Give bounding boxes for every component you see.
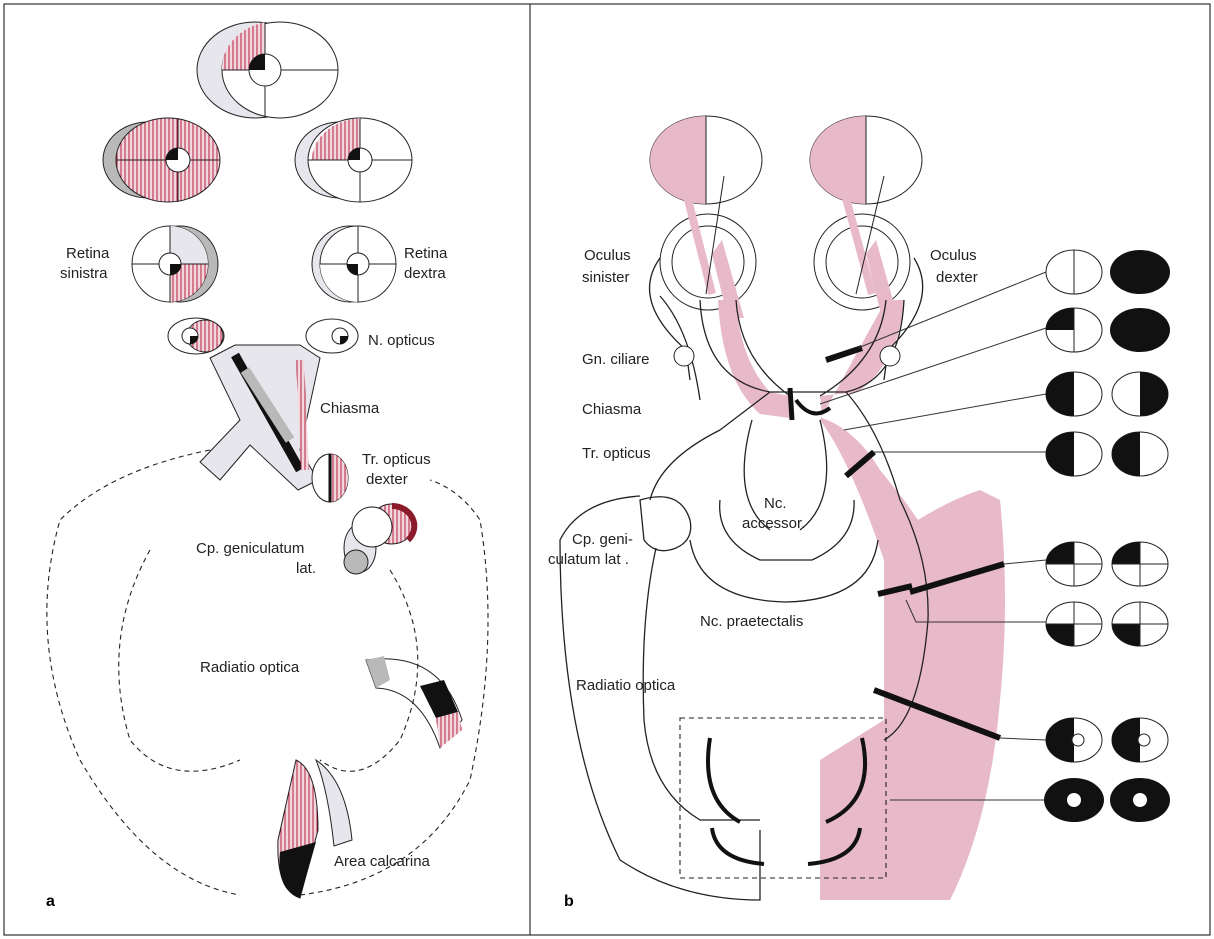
label-retina-sinistra-2: sinistra bbox=[60, 265, 108, 282]
panel-letter-b: b bbox=[564, 893, 574, 910]
label-chiasma-a: Chiasma bbox=[320, 400, 380, 417]
field-oval-right bbox=[295, 118, 412, 202]
label-area-calcarina-a: Area calcarina bbox=[334, 853, 431, 870]
chiasma-a bbox=[200, 345, 320, 490]
retina-dextra bbox=[312, 226, 396, 302]
area-calcarina-a bbox=[278, 760, 352, 898]
label-retina-dextra-1: Retina bbox=[404, 245, 448, 262]
label-cp-geni-1: Cp. geni- bbox=[572, 531, 633, 548]
defect-row-4 bbox=[1046, 432, 1168, 476]
label-cp-geniculatum-2: lat. bbox=[296, 560, 316, 577]
defect-row-1 bbox=[1046, 250, 1170, 294]
lesion-bar-2 bbox=[790, 388, 792, 420]
label-retina-dextra-2: dextra bbox=[404, 265, 446, 282]
gn-ciliare-right bbox=[880, 346, 900, 366]
label-tr-opticus-1: Tr. opticus bbox=[362, 451, 431, 468]
radiatio-optica-a bbox=[366, 656, 462, 748]
cp-geniculatum-a bbox=[344, 504, 414, 574]
label-oculus-dexter-1: Oculus bbox=[930, 247, 977, 264]
label-radiatio-optica-b: Radiatio optica bbox=[576, 677, 676, 694]
tr-opticus-a bbox=[312, 454, 348, 502]
label-cp-geniculatum-1: Cp. geniculatum bbox=[196, 540, 304, 557]
label-oculus-sinister-1: Oculus bbox=[584, 247, 631, 264]
optic-nerve-right bbox=[306, 319, 358, 353]
defect-row-2 bbox=[1046, 308, 1170, 352]
panel-a: Retina sinistra Retina dextra N. opticus… bbox=[46, 22, 488, 910]
label-nc-accessor-2: accessor. bbox=[742, 515, 805, 532]
panel-letter-a: a bbox=[46, 893, 55, 910]
label-oculus-dexter-2: dexter bbox=[936, 269, 978, 286]
field-oval-b-right bbox=[810, 116, 922, 204]
label-n-opticus: N. opticus bbox=[368, 332, 435, 349]
label-tr-opticus-b: Tr. opticus bbox=[582, 445, 651, 462]
defect-row-7 bbox=[1046, 718, 1168, 762]
defect-row-5 bbox=[1046, 542, 1168, 586]
retina-sinistra bbox=[132, 226, 218, 302]
gn-ciliare-left bbox=[674, 346, 694, 366]
panel-b: Oculus sinister Oculus dexter Gn. ciliar… bbox=[548, 116, 1170, 910]
field-oval-b-left bbox=[650, 116, 762, 204]
label-tr-opticus-2: dexter bbox=[366, 471, 408, 488]
label-nc-accessor-1: Nc. bbox=[764, 495, 787, 512]
label-chiasma-b: Chiasma bbox=[582, 401, 642, 418]
label-nc-praetectalis: Nc. praetectalis bbox=[700, 613, 803, 630]
label-oculus-sinister-2: sinister bbox=[582, 269, 630, 286]
label-gn-ciliare: Gn. ciliare bbox=[582, 351, 650, 368]
accessory-loops bbox=[744, 420, 826, 530]
defect-row-3 bbox=[1046, 372, 1168, 416]
field-oval-left bbox=[103, 118, 220, 202]
label-radiatio-optica-a: Radiatio optica bbox=[200, 659, 300, 676]
label-retina-sinistra-1: Retina bbox=[66, 245, 110, 262]
defect-row-8 bbox=[1044, 778, 1170, 822]
calcarine-arcs-left bbox=[708, 738, 764, 864]
optic-nerve-left bbox=[168, 318, 224, 354]
cp-geniculatum-b bbox=[640, 497, 691, 551]
field-oval-top bbox=[197, 22, 338, 118]
defect-row-6 bbox=[1046, 602, 1168, 646]
